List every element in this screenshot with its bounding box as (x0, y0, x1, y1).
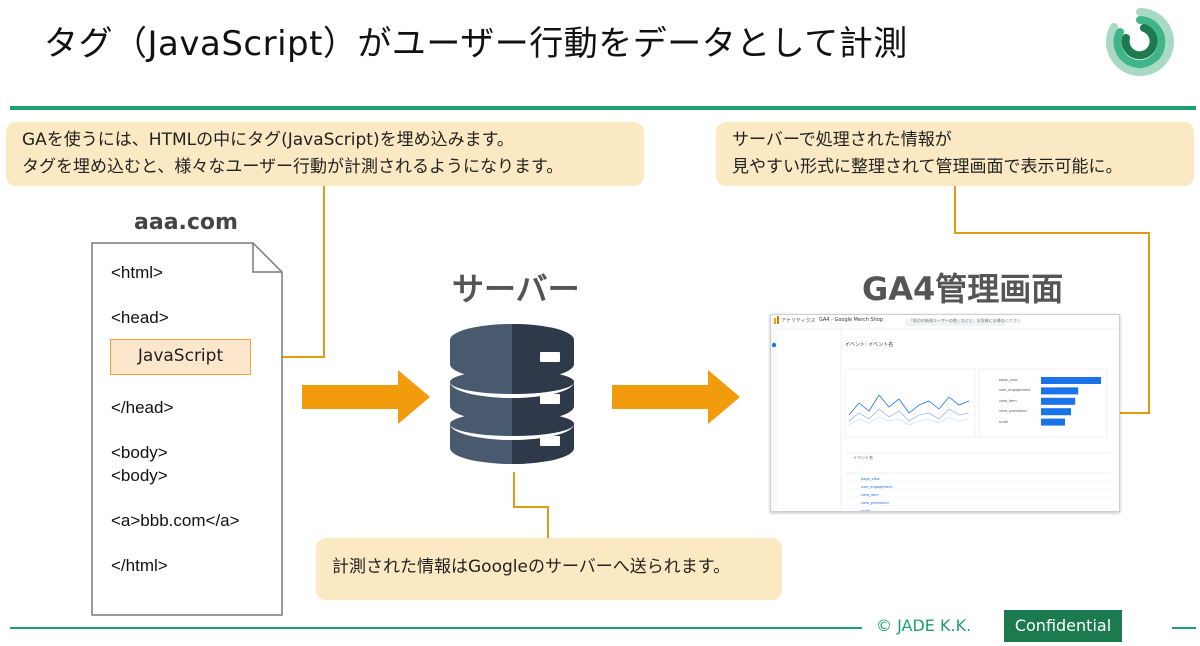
file-domain-label: aaa.com (134, 210, 238, 235)
code-line-anchor: <a>bbb.com</a> (111, 511, 240, 530)
callout-tag-embed: GAを使うには、HTMLの中にタグ(JavaScript)を埋め込みます。 タグ… (6, 122, 644, 186)
code-line-html-open: <html> (111, 263, 163, 282)
ga4-bar-label: view_promotion (999, 409, 1027, 414)
ga4-screenshot-chrome (771, 315, 1119, 511)
ga4-table-header: イベント名 (853, 455, 873, 460)
connector-display-horizontal-2 (1118, 412, 1150, 414)
ga4-admin-label: GA4管理画面 (862, 270, 1064, 308)
callout-display-line2: 見やすい形式に整理されて管理画面で表示可能に。 (732, 157, 1123, 177)
callout-display-line1: サーバーで処理された情報が (732, 130, 952, 150)
connector-tag-horizontal (251, 356, 325, 358)
callout-send-google: 計測された情報はGoogleのサーバーへ送られます。 (316, 538, 782, 600)
server-label: サーバー (452, 270, 580, 308)
callout-tag-line1: GAを使うには、HTMLの中にタグ(JavaScript)を埋め込みます。 (22, 130, 514, 150)
ga4-event-row[interactable]: scroll (861, 509, 871, 512)
connector-tag-vertical (323, 186, 325, 358)
copyright-text: © JADE K.K. (876, 616, 971, 635)
jade-logo-icon (1106, 8, 1174, 76)
html-file-document (91, 242, 283, 616)
ga4-event-row[interactable]: view_promotion (861, 501, 889, 505)
ga4-app-name: アナリティクス (781, 318, 816, 324)
ga4-property-name: GA4 - Google Merch Shop (819, 317, 884, 323)
header-divider (10, 106, 1196, 110)
ga4-bar (1041, 408, 1071, 416)
ga4-bar-label: view_item (999, 398, 1017, 403)
ga4-bar-label: scroll (999, 419, 1009, 424)
ga4-event-row[interactable]: user_engagement (861, 485, 893, 489)
confidential-badge: Confidential (1004, 610, 1122, 642)
ga4-bar (1041, 377, 1101, 384)
connector-send-vertical-2 (547, 506, 549, 538)
copyright-icon: © (876, 616, 892, 635)
connector-display-vertical-1 (954, 186, 956, 234)
footer-divider-right (1172, 627, 1196, 629)
ga4-bar (1041, 397, 1076, 405)
ga4-search-input[interactable]: 「前月の新規ユーザーの数」などと、お気軽にお尋ねください (909, 318, 1021, 323)
ga4-admin-screenshot: アナリティクス GA4 - Google Merch Shop 「前月の新規ユー… (770, 314, 1120, 512)
ga4-bar-label: page_view (999, 378, 1018, 382)
ga4-event-row[interactable]: page_view (861, 477, 880, 481)
callout-ga4-display: サーバーで処理された情報が 見やすい形式に整理されて管理画面で表示可能に。 (716, 122, 1194, 186)
connector-display-horizontal-1 (954, 232, 1150, 234)
callout-tag-line2: タグを埋め込むと、様々なユーザー行動が計測されるようになります。 (22, 157, 564, 177)
ga4-event-row[interactable]: view_item (861, 493, 879, 497)
arrow-right-icon (302, 370, 430, 424)
page-title: タグ（JavaScript）がユーザー行動をデータとして計測 (44, 24, 908, 64)
connector-send-horizontal (513, 506, 549, 508)
footer-divider-left (10, 627, 862, 629)
ga4-event-list: page_view user_engagement view_item view… (861, 475, 893, 512)
ga4-page-heading: イベント: イベント名 (845, 342, 894, 348)
connector-display-vertical-2 (1148, 232, 1150, 414)
ga4-bar-label: user_engagement (999, 388, 1031, 393)
code-line-html-close: </html> (111, 556, 168, 575)
code-line-body-1: <body> (111, 443, 168, 462)
arrow-right-icon (612, 370, 740, 424)
ga4-bar (1041, 387, 1079, 395)
ga4-bar (1041, 418, 1065, 426)
code-line-head-close: </head> (111, 398, 174, 417)
code-line-head-open: <head> (111, 308, 169, 327)
server-database-icon (450, 324, 574, 464)
ga4-bar-chart (1041, 377, 1101, 426)
copyright-company: JADE K.K. (897, 616, 972, 635)
code-line-body-2: <body> (111, 466, 168, 485)
javascript-tag-box: JavaScript (110, 339, 251, 375)
ga4-bar-labels: page_view user_engagement view_item view… (999, 375, 1031, 427)
connector-send-vertical-1 (513, 472, 515, 508)
